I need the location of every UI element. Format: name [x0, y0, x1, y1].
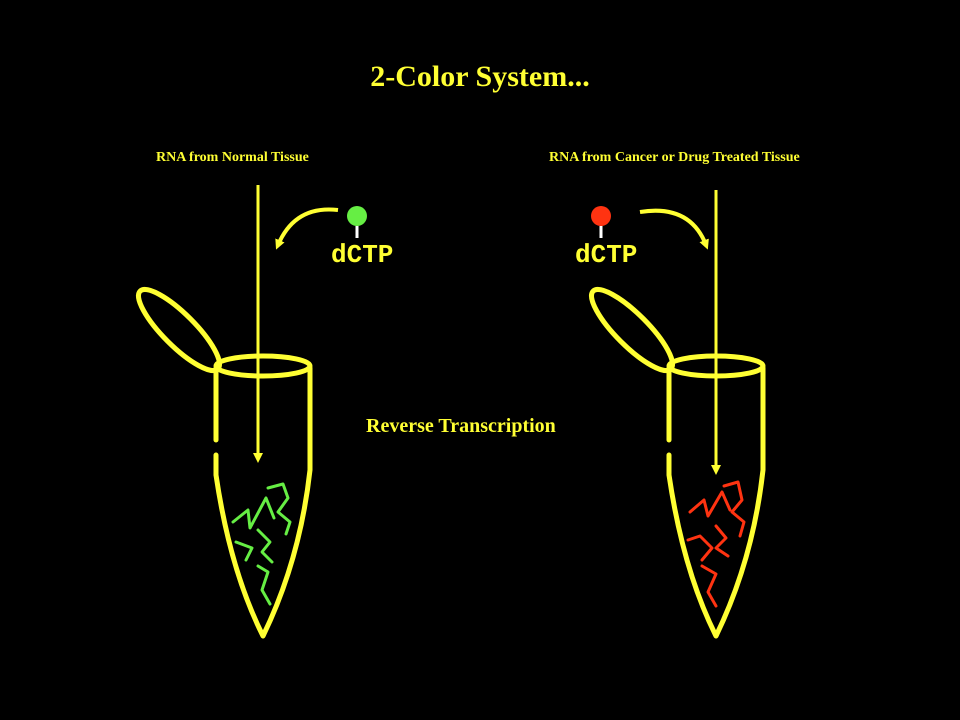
- right-tube: [588, 286, 766, 639]
- normal-tissue-label: RNA from Normal Tissue: [156, 150, 309, 165]
- green-dye-icon: [347, 206, 367, 226]
- reverse-transcription-label: Reverse Transcription: [366, 415, 556, 437]
- right-tube-body: [666, 365, 766, 639]
- left-tube-body: [213, 365, 313, 639]
- dctp-right-label: dCTP: [575, 240, 638, 270]
- green-cdna-strands: [231, 482, 292, 606]
- left-tube-rim: [213, 353, 313, 379]
- left-dctp-arrow: [275, 207, 339, 250]
- right-dctp-arrow: [639, 208, 709, 250]
- dctp-left-label: dCTP: [331, 240, 394, 270]
- slide-title: 2-Color System...: [370, 60, 590, 93]
- red-dye-icon: [591, 206, 611, 226]
- left-tube: [135, 286, 313, 639]
- red-cdna-strands: [686, 480, 746, 608]
- cancer-tissue-label: RNA from Cancer or Drug Treated Tissue: [549, 150, 800, 165]
